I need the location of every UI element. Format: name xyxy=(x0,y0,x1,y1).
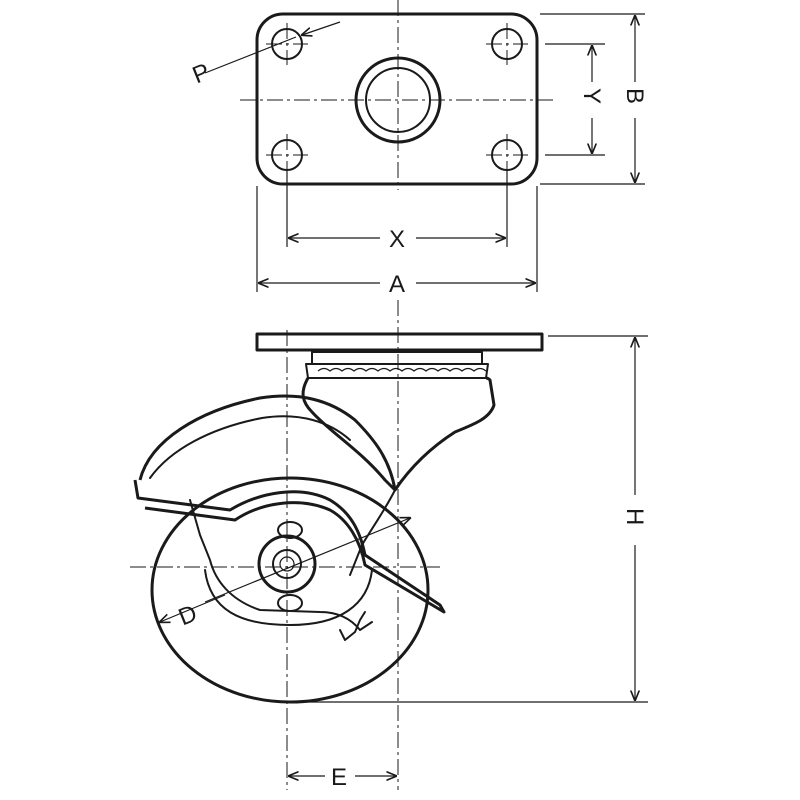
d-dim-line-start xyxy=(160,594,226,622)
label-d: D xyxy=(175,600,201,632)
side-view: D H E xyxy=(130,300,648,791)
bolt-hole-top-left xyxy=(266,23,308,65)
swivel-bearing-rim xyxy=(305,363,489,379)
wheel-guard-inner xyxy=(149,415,351,479)
center-boss-inner xyxy=(365,67,431,133)
label-y: Y xyxy=(578,88,605,104)
swivel-race xyxy=(311,351,483,365)
bolt-hole-bottom-right xyxy=(486,134,528,176)
fork-yoke xyxy=(301,376,496,492)
label-h: H xyxy=(621,508,648,525)
top-view: P Y B X A xyxy=(189,0,648,298)
d-dim-line xyxy=(204,518,410,603)
label-x: X xyxy=(389,226,405,253)
p-leader-line xyxy=(204,36,297,74)
brake-lever-link xyxy=(339,611,366,641)
wheel-guard xyxy=(138,394,397,491)
center-boss-outer xyxy=(354,56,442,144)
label-b: B xyxy=(621,88,648,104)
label-e: E xyxy=(331,764,347,791)
brake-lever-arm xyxy=(189,499,373,631)
label-a: A xyxy=(389,271,405,298)
bolt-hole-bottom-left xyxy=(266,134,308,176)
axle-hub xyxy=(257,521,317,612)
p-leader-arrow xyxy=(302,21,341,35)
ball-bearing-row xyxy=(317,367,487,372)
side-top-plate xyxy=(255,332,544,352)
brake-pedal xyxy=(133,479,446,614)
label-p: P xyxy=(189,58,214,89)
top-plate-outline xyxy=(255,12,539,186)
bolt-hole-top-right xyxy=(486,23,528,65)
